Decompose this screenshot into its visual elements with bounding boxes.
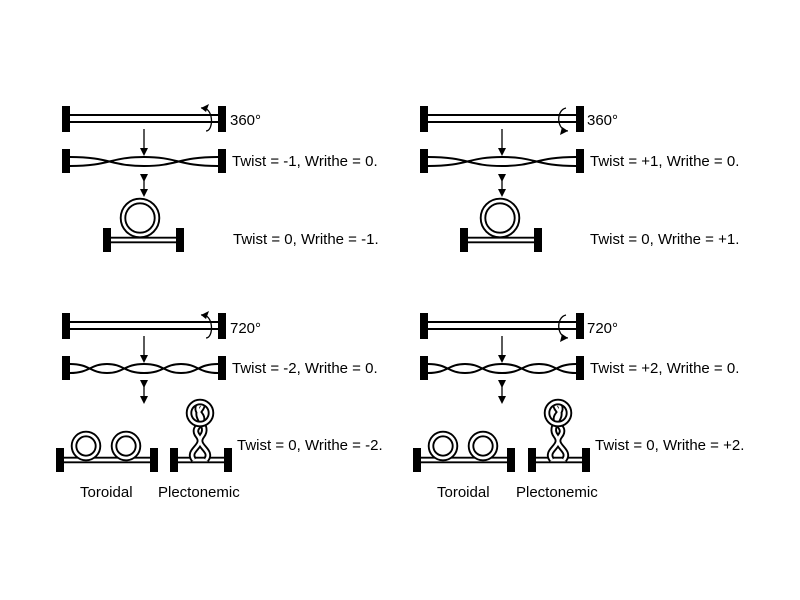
panel-bottom-right: 720° Twist = +2, Writhe = 0.	[413, 313, 744, 501]
plectonemic-rod	[528, 398, 590, 472]
twisted-label: Twist = -1, Writhe = 0.	[232, 153, 378, 170]
plectonemic-label: Plectonemic	[516, 484, 598, 501]
toroidal-rod	[413, 430, 515, 472]
panel-top-left: 360° Twist = -1, Writhe = 0. Twist = 0, …	[62, 104, 379, 252]
writhed-rod	[103, 197, 184, 252]
rotation-arrow-icon	[558, 107, 569, 132]
rotation-angle: 360°	[230, 112, 261, 129]
rotation-arrow-icon	[200, 107, 213, 132]
writhed-label: Twist = 0, Writhe = -1.	[233, 231, 379, 248]
panel-bottom-left: 720° Twist = -2, Writhe = 0.	[56, 311, 383, 501]
twisted-rod	[420, 356, 584, 380]
straight-rod-720	[420, 313, 584, 342]
twisted-label: Twist = +2, Writhe = 0.	[590, 360, 739, 377]
straight-rod-720	[62, 311, 226, 339]
twisted-rod	[62, 149, 226, 173]
rotation-angle: 360°	[587, 112, 618, 129]
straight-rod-360	[62, 104, 226, 132]
rotation-arrow-icon	[200, 314, 213, 339]
rotation-arrow-icon	[558, 314, 569, 339]
rotation-angle: 720°	[587, 320, 618, 337]
twisted-rod	[62, 356, 226, 380]
straight-rod-360	[420, 106, 584, 135]
writhed-label: Twist = 0, Writhe = +2.	[595, 437, 744, 454]
plectonemic-rod	[170, 398, 232, 472]
writhed-rod	[460, 197, 542, 252]
toroidal-rod	[56, 430, 158, 472]
toroidal-label: Toroidal	[80, 484, 133, 501]
rotation-angle: 720°	[230, 320, 261, 337]
panel-top-right: 360° Twist = +1, Writhe = 0. Twist = 0, …	[420, 106, 739, 252]
toroidal-label: Toroidal	[437, 484, 490, 501]
twisted-rod	[420, 149, 584, 173]
writhed-label: Twist = 0, Writhe = -2.	[237, 437, 383, 454]
plectonemic-label: Plectonemic	[158, 484, 240, 501]
twisted-label: Twist = +1, Writhe = 0.	[590, 153, 739, 170]
writhed-label: Twist = 0, Writhe = +1.	[590, 231, 739, 248]
twisted-label: Twist = -2, Writhe = 0.	[232, 360, 378, 377]
